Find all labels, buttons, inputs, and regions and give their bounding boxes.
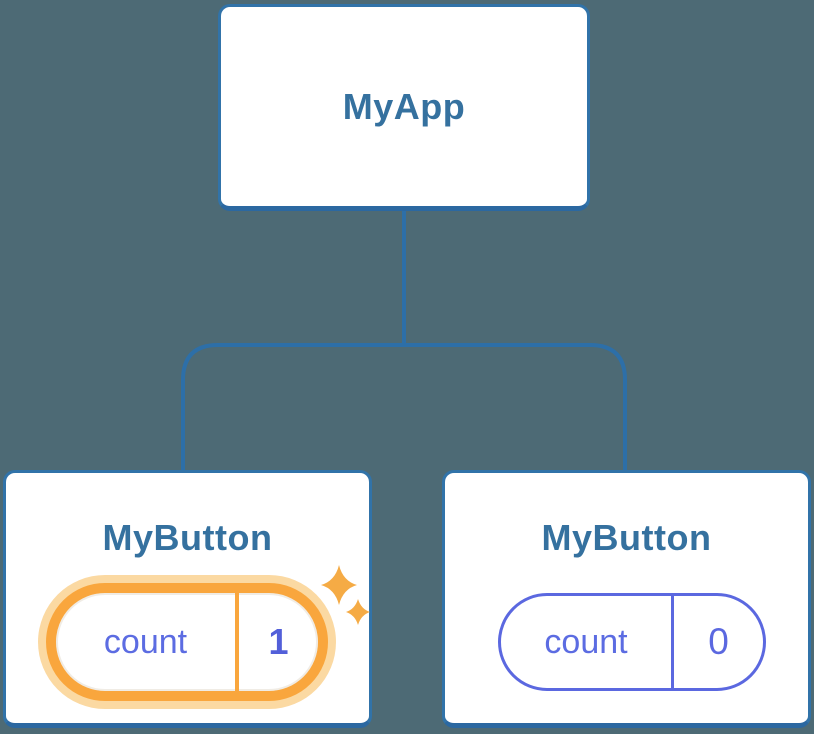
node-label: MyButton <box>541 517 712 558</box>
state-value-cell: 1 <box>239 593 318 691</box>
node-mybutton-2: MyButton count 0 <box>442 470 811 728</box>
state-key: count <box>544 622 628 661</box>
state-value: 0 <box>708 621 729 662</box>
node-label: MyApp <box>342 85 466 127</box>
node-label: MyButton <box>102 517 273 558</box>
state-key-cell: count <box>501 596 671 688</box>
node-mybutton-1: MyButton count 1 <box>3 470 372 728</box>
state-value-cell: 0 <box>674 596 763 688</box>
state-divider <box>235 593 239 691</box>
state-pill: count 0 <box>498 593 766 691</box>
state-key-cell: count <box>56 593 235 691</box>
state-divider <box>671 596 674 688</box>
sparkle-icon <box>321 565 370 625</box>
node-myapp: MyApp <box>218 4 590 211</box>
state-key: count <box>103 622 188 661</box>
state-value: 1 <box>268 621 289 662</box>
state-pill-highlighted: count 1 <box>46 583 328 701</box>
